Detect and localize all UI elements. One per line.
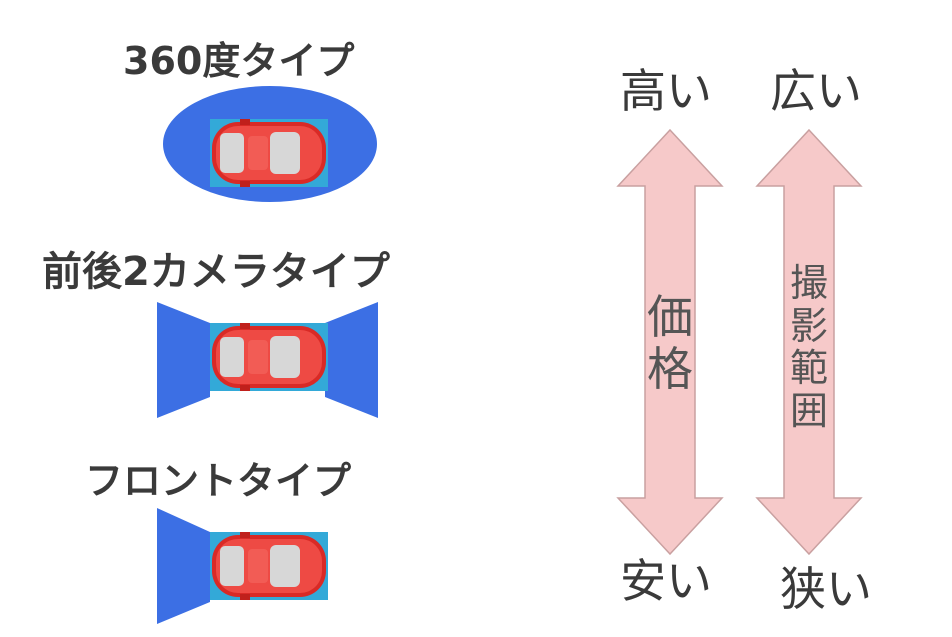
coverage-high-label: 広い [770, 64, 862, 118]
view-front-only-cone [157, 508, 210, 624]
type-label-front-rear: 前後2カメラタイプ [42, 249, 390, 295]
price-high-label: 高い [620, 64, 712, 118]
car-icon-front [210, 532, 328, 600]
coverage-double-arrow [755, 128, 863, 556]
price-title: 価格 [647, 290, 693, 396]
view-front-cone [157, 302, 210, 418]
car-icon-front-rear [210, 323, 328, 391]
coverage-title: 撮影範囲 [789, 261, 828, 433]
price-low-label: 安い [620, 554, 712, 608]
type-label-front: フロントタイプ [85, 459, 352, 503]
type-label-360: 360度タイプ [123, 39, 355, 83]
price-double-arrow [616, 128, 724, 556]
view-rear-cone [325, 302, 378, 418]
coverage-low-label: 狭い [780, 562, 872, 616]
car-icon-360 [210, 119, 328, 187]
